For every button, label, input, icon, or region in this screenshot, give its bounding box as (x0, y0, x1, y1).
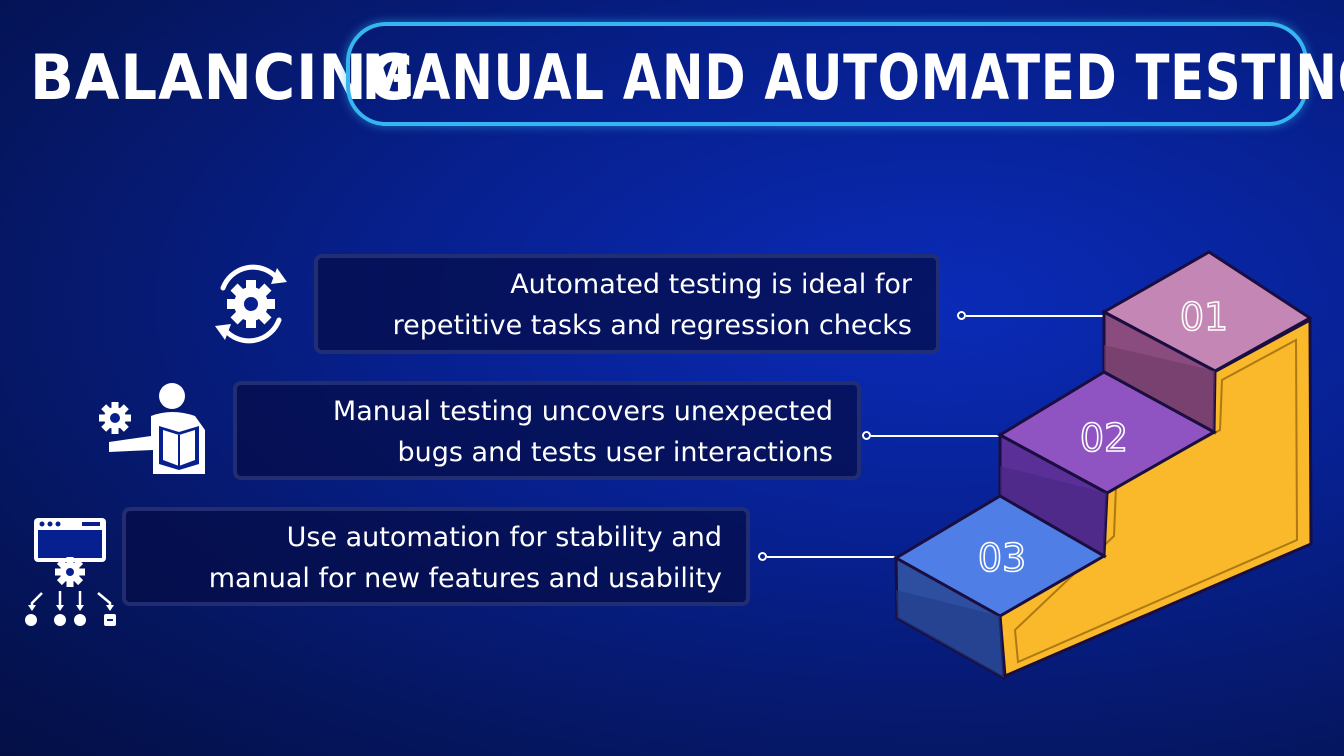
step-3-text-line-1: Use automation for stability and (286, 522, 722, 553)
step-1-connector-dot (957, 311, 966, 320)
step-2-connector-dot (862, 431, 871, 440)
step-3-connector-dot (758, 552, 767, 561)
staircase-illustration: 01 02 03 (892, 250, 1313, 680)
title-highlight-pill (346, 22, 1308, 126)
step-2-connector-line (871, 435, 1003, 437)
step-2-text-line-1: Manual testing uncovers unexpected (332, 396, 833, 427)
step-1-card: Automated testing is ideal for repetitiv… (314, 254, 940, 354)
workflow-automation-icon (25, 518, 116, 626)
step-2-card: Manual testing uncovers unexpected bugs … (233, 381, 861, 480)
step-1-text-line-2: repetitive tasks and regression checks (392, 310, 912, 341)
person-reading-gear-icon (99, 383, 205, 474)
step-2-number: 02 (1080, 416, 1128, 460)
step-3-number: 03 (978, 536, 1026, 580)
step-2-text-line-2: bugs and tests user interactions (397, 437, 833, 468)
step-3-text-line-2: manual for new features and usability (208, 563, 722, 594)
step-3-card: Use automation for stability and manual … (122, 507, 750, 606)
gear-cycle-icon (215, 264, 287, 344)
step-1-number: 01 (1180, 295, 1228, 339)
step-1-connector-line (966, 315, 1106, 317)
step-3-connector-line (767, 556, 900, 558)
title-part-2: MANUAL AND AUTOMATED TESTING (362, 41, 1344, 114)
step-1-text-line-1: Automated testing is ideal for (510, 269, 912, 300)
